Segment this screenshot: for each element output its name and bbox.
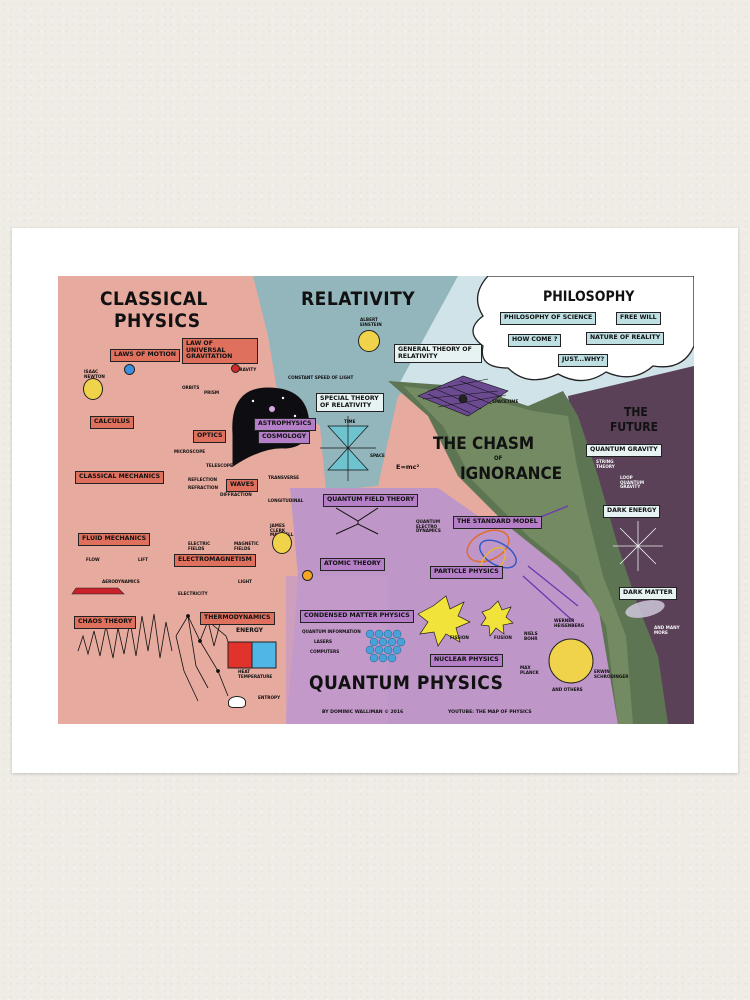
prism-caption: PRISM (204, 390, 220, 395)
laws-of-motion-label: LAWS OF MOTION (110, 349, 180, 362)
flow-caption: FLOW (86, 557, 100, 562)
just-why-label: JUST...WHY? (558, 354, 609, 367)
philosophy-of-science-label: PHILOSOPHY OF SCIENCE (500, 312, 597, 325)
transverse-caption: TRANSVERSE (268, 475, 300, 480)
thermodynamics-label: THERMODYNAMICS (200, 612, 275, 625)
chaos-theory-label: CHAOS THEORY (74, 616, 137, 629)
kettle-icon (228, 696, 246, 708)
longitudinal-caption: LONGITUDINAL (268, 498, 304, 503)
quantum-field-theory-label: QUANTUM FIELD THEORY (323, 494, 419, 507)
waves-label: WAVES (226, 479, 259, 492)
spacetime-caption: SPACETIME (492, 399, 519, 404)
diffraction-caption: DIFFRACTION (220, 492, 252, 497)
max-planck-caption: MAX PLANCK (520, 665, 539, 675)
quantum-gravity-label: QUANTUM GRAVITY (586, 444, 662, 457)
fusion-caption: FUSION (494, 635, 512, 640)
special-relativity-label: SPECIAL THEORY OF RELATIVITY (316, 393, 384, 412)
dark-energy-label: DARK ENERGY (603, 505, 661, 518)
atom-sun-icon (302, 570, 313, 581)
quantum-information-caption: QUANTUM INFORMATION (302, 629, 361, 634)
heisenberg-caption: WERNER HEISENBERG (554, 618, 585, 628)
string-theory-caption: STRING THEORY (596, 459, 615, 469)
time-caption: TIME (344, 419, 356, 424)
ball-icon (124, 364, 135, 375)
space-caption: SPACE (370, 453, 385, 458)
and-many-more-caption: AND MANY MORE (654, 625, 680, 635)
future-title-line2: FUTURE (610, 420, 658, 434)
isaac-newton-caption: ISAAC NEWTON (84, 369, 105, 379)
computers-caption: COMPUTERS (310, 649, 340, 654)
and-others-caption: AND OTHERS (552, 687, 583, 692)
youtube-credit: YOUTUBE: THE MAP OF PHYSICS (448, 710, 532, 715)
lift-caption: LIFT (138, 557, 148, 562)
future-title: THE (624, 405, 648, 419)
how-come-label: HOW COME ? (508, 334, 562, 347)
fluid-mechanics-label: FLUID MECHANICS (78, 533, 151, 546)
schrodinger-caption: ERWIN SCHRODINGER (594, 669, 629, 679)
orbits-caption: ORBITS (182, 385, 200, 390)
standard-model-label: THE STANDARD MODEL (453, 516, 542, 529)
chasm-of-label: OF (494, 455, 503, 462)
cosmology-label: COSMOLOGY (258, 431, 311, 444)
aerodynamics-caption: AERODYNAMICS (102, 579, 140, 584)
microscope-caption: MICROSCOPE (174, 449, 206, 454)
free-will-label: FREE WILL (616, 312, 661, 325)
emc2-caption: E=mc² (396, 463, 420, 471)
condensed-matter-label: CONDENSED MATTER PHYSICS (300, 610, 414, 623)
chasm-title-line2: IGNORANCE (460, 464, 563, 484)
optics-label: OPTICS (193, 430, 227, 443)
atomic-theory-label: ATOMIC THEORY (320, 558, 385, 571)
heat-temperature-caption: HEAT TEMPERATURE (238, 669, 273, 679)
fission-caption: FISSION (450, 635, 469, 640)
constant-speed-of-light-caption: CONSTANT SPEED OF LIGHT (288, 375, 354, 380)
general-relativity-label: GENERAL THEORY OF RELATIVITY (394, 344, 482, 363)
electric-fields-caption: ELECTRIC FIELDS (188, 541, 211, 551)
magnetic-fields-caption: MAGNETIC FIELDS (234, 541, 259, 551)
author-credit: BY DOMINIC WALLIMAN © 2016 (322, 710, 404, 715)
refraction-caption: REFRACTION (188, 485, 218, 490)
qed-caption: QUANTUM ELECTRO DYNAMICS (416, 519, 441, 534)
map-of-physics-poster: CLASSICAL PHYSICS RELATIVITY PHILOSOPHY … (58, 276, 694, 724)
light-caption: LIGHT (238, 579, 253, 584)
gravity-caption: GRAVITY (236, 367, 257, 372)
niels-bohr-caption: NIELS BOHR (524, 631, 538, 641)
classical-mechanics-label: CLASSICAL MECHANICS (75, 471, 165, 484)
telescope-caption: TELESCOPE (206, 463, 233, 468)
electromagnetism-label: ELECTROMAGNETISM (174, 554, 256, 567)
energy-caption: ENERGY (236, 627, 263, 634)
newton-portrait-icon (83, 378, 103, 400)
einstein-portrait-icon (358, 330, 380, 352)
nuclear-physics-label: NUCLEAR PHYSICS (430, 654, 503, 667)
particle-physics-label: PARTICLE PHYSICS (430, 566, 503, 579)
astrophysics-label: ASTROPHYSICS (254, 418, 316, 431)
loop-quantum-gravity-caption: LOOP QUANTUM GRAVITY (620, 475, 645, 490)
classical-physics-title: CLASSICAL (100, 288, 208, 310)
nature-of-reality-label: NATURE OF REALITY (586, 332, 665, 345)
apple-icon (231, 364, 240, 373)
chasm-title: THE CHASM (433, 434, 535, 454)
law-of-gravitation-label: LAW OF UNIVERSAL GRAVITATION (182, 338, 258, 364)
calculus-label: CALCULUS (90, 416, 135, 429)
quantum-physics-title: QUANTUM PHYSICS (309, 672, 504, 694)
entropy-caption: ENTROPY (258, 695, 281, 700)
maxwell-portrait-icon (272, 532, 292, 554)
lasers-caption: LASERS (314, 639, 333, 644)
reflection-caption: REFLECTION (188, 477, 218, 482)
einstein-caption: ALBERT EINSTEIN (360, 317, 382, 327)
relativity-title: RELATIVITY (301, 288, 416, 310)
classical-physics-title-line2: PHYSICS (114, 310, 201, 332)
philosophy-title: PHILOSOPHY (543, 289, 635, 305)
dark-matter-label: DARK MATTER (619, 587, 677, 600)
electricity-caption: ELECTRICITY (178, 591, 208, 596)
